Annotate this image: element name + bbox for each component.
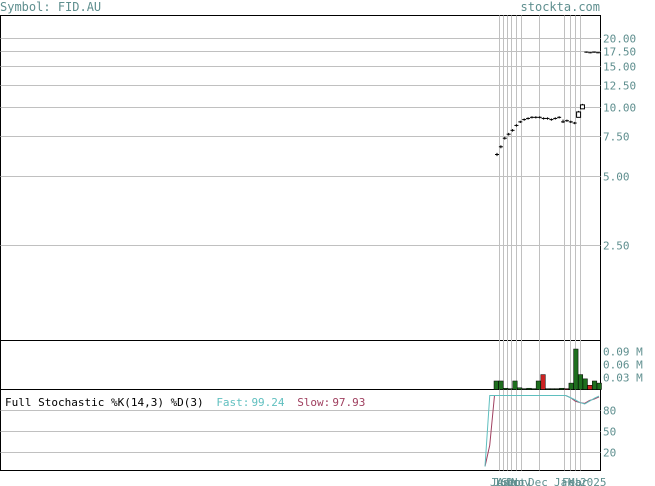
volume-bar [573, 348, 579, 390]
price-candle-body [579, 104, 585, 110]
stochastic-title: Full Stochastic %K(14,3) %D(3) [5, 396, 204, 409]
volume-panel-frame [0, 340, 601, 390]
price-tick-label: 12.50 [603, 80, 636, 93]
x-axis-label: Jun [490, 476, 510, 486]
price-tick-label: 7.50 [603, 131, 630, 144]
volume-tick-label: 0.06 M [603, 359, 643, 372]
price-tick-label: 17.50 [603, 46, 636, 59]
volume-bar [563, 388, 569, 390]
volume-bar [507, 388, 513, 390]
volume-tick-label: 0.09 M [603, 346, 643, 359]
x-axis-label: Sep [501, 476, 521, 486]
stochastic-legend: Full Stochastic %K(14,3) %D(3) Fast:99.2… [5, 396, 371, 409]
volume-bar [587, 384, 593, 390]
price-tick-label: 2.50 [603, 240, 630, 253]
stochastic-tick-label: 20 [603, 447, 616, 460]
volume-bar [545, 388, 551, 390]
stochastic-fast-label: Fast: [216, 396, 250, 409]
price-tick-label: 5.00 [603, 171, 630, 184]
stochastic-tick-label: 50 [603, 426, 616, 439]
x-axis-label: Oct [506, 476, 526, 486]
volume-bar [540, 374, 546, 390]
volume-bar [596, 382, 602, 390]
stochastic-panel-frame [0, 389, 601, 471]
price-panel-frame [0, 15, 601, 341]
symbol-label: Symbol: [0, 0, 51, 14]
volume-bar [521, 388, 527, 390]
volume-bar [559, 387, 565, 390]
stochastic-slow-label: Slow: [297, 396, 331, 409]
x-axis-label: Nov [511, 476, 531, 486]
x-axis-label: Aug [497, 476, 517, 486]
volume-bar [582, 378, 588, 390]
volume-bar [554, 388, 560, 390]
stochastic-slow-value: 97.93 [332, 396, 366, 409]
x-axis-label: Mar [568, 476, 588, 486]
volume-bar [517, 387, 523, 390]
volume-bar [526, 387, 532, 390]
volume-bar [578, 374, 584, 390]
symbol-value: FID.AU [57, 0, 102, 14]
stochastic-tick-label: 80 [603, 405, 616, 418]
price-tick-label: 20.00 [603, 33, 636, 46]
x-axis-label: 2025 [580, 476, 607, 486]
x-axis-label: Dec [528, 476, 548, 486]
volume-bar [493, 380, 499, 390]
x-axis-label: Feb [562, 476, 582, 486]
volume-bar [549, 388, 555, 390]
volume-bar [592, 380, 598, 390]
price-tick-label: 15.00 [603, 61, 636, 74]
volume-bar [512, 380, 518, 390]
volume-bar [503, 387, 509, 390]
volume-tick-label: 0.03 M [603, 372, 643, 385]
price-tick-label: 10.00 [603, 102, 636, 115]
volume-bar [498, 380, 504, 390]
volume-bar [568, 382, 574, 390]
symbol-header: Symbol: FID.AU [0, 0, 101, 14]
x-axis-label: Jan [554, 476, 574, 486]
stochastic-fast-line [484, 395, 600, 467]
volume-bar [535, 380, 541, 390]
x-axis-label: Jul [493, 476, 513, 486]
price-candle-body [576, 111, 582, 118]
stochastic-fast-value: 99.24 [251, 396, 285, 409]
volume-bar [531, 388, 537, 390]
site-name[interactable]: stockta.com [520, 0, 600, 14]
